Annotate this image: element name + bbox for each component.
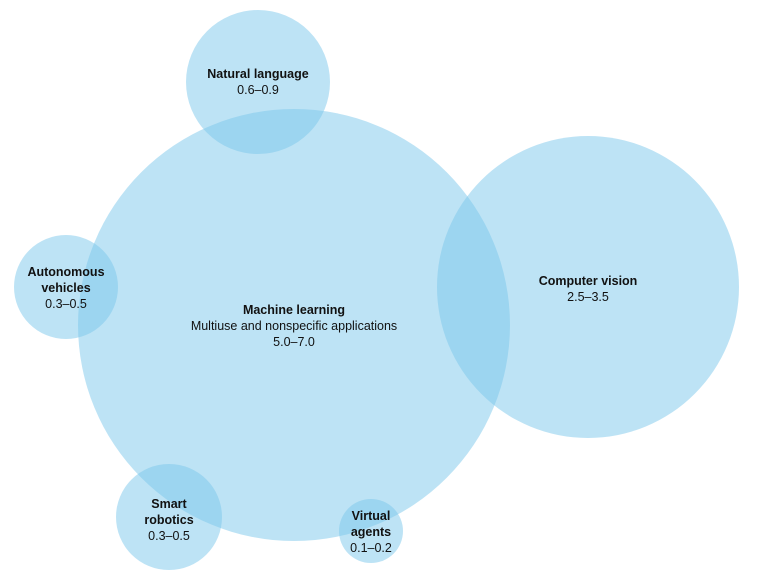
bubble-subtitle: Multiuse and nonspecific applications <box>191 319 397 333</box>
bubble-range: 5.0–7.0 <box>273 335 315 349</box>
bubble-range: 0.6–0.9 <box>237 83 279 97</box>
bubble-title: Computer vision <box>539 274 638 288</box>
bubble-computer-vision <box>437 136 739 438</box>
bubble-range: 0.3–0.5 <box>148 529 190 543</box>
bubble-natural-language <box>186 10 330 154</box>
bubble-title: Machine learning <box>243 303 345 317</box>
bubble-range: 2.5–3.5 <box>567 290 609 304</box>
bubble-machine-learning <box>78 109 510 541</box>
bubble-smart-robotics <box>116 464 222 570</box>
bubble-virtual-agents <box>339 499 403 563</box>
bubble-range: 0.3–0.5 <box>45 297 87 311</box>
label-natural-language: Natural language 0.6–0.9 <box>207 67 308 97</box>
bubbles-layer <box>14 10 739 570</box>
label-computer-vision: Computer vision 2.5–3.5 <box>539 274 638 304</box>
bubble-autonomous-vehicles <box>14 235 118 339</box>
bubble-title: Natural language <box>207 67 308 81</box>
bubble-range: 0.1–0.2 <box>350 541 392 555</box>
